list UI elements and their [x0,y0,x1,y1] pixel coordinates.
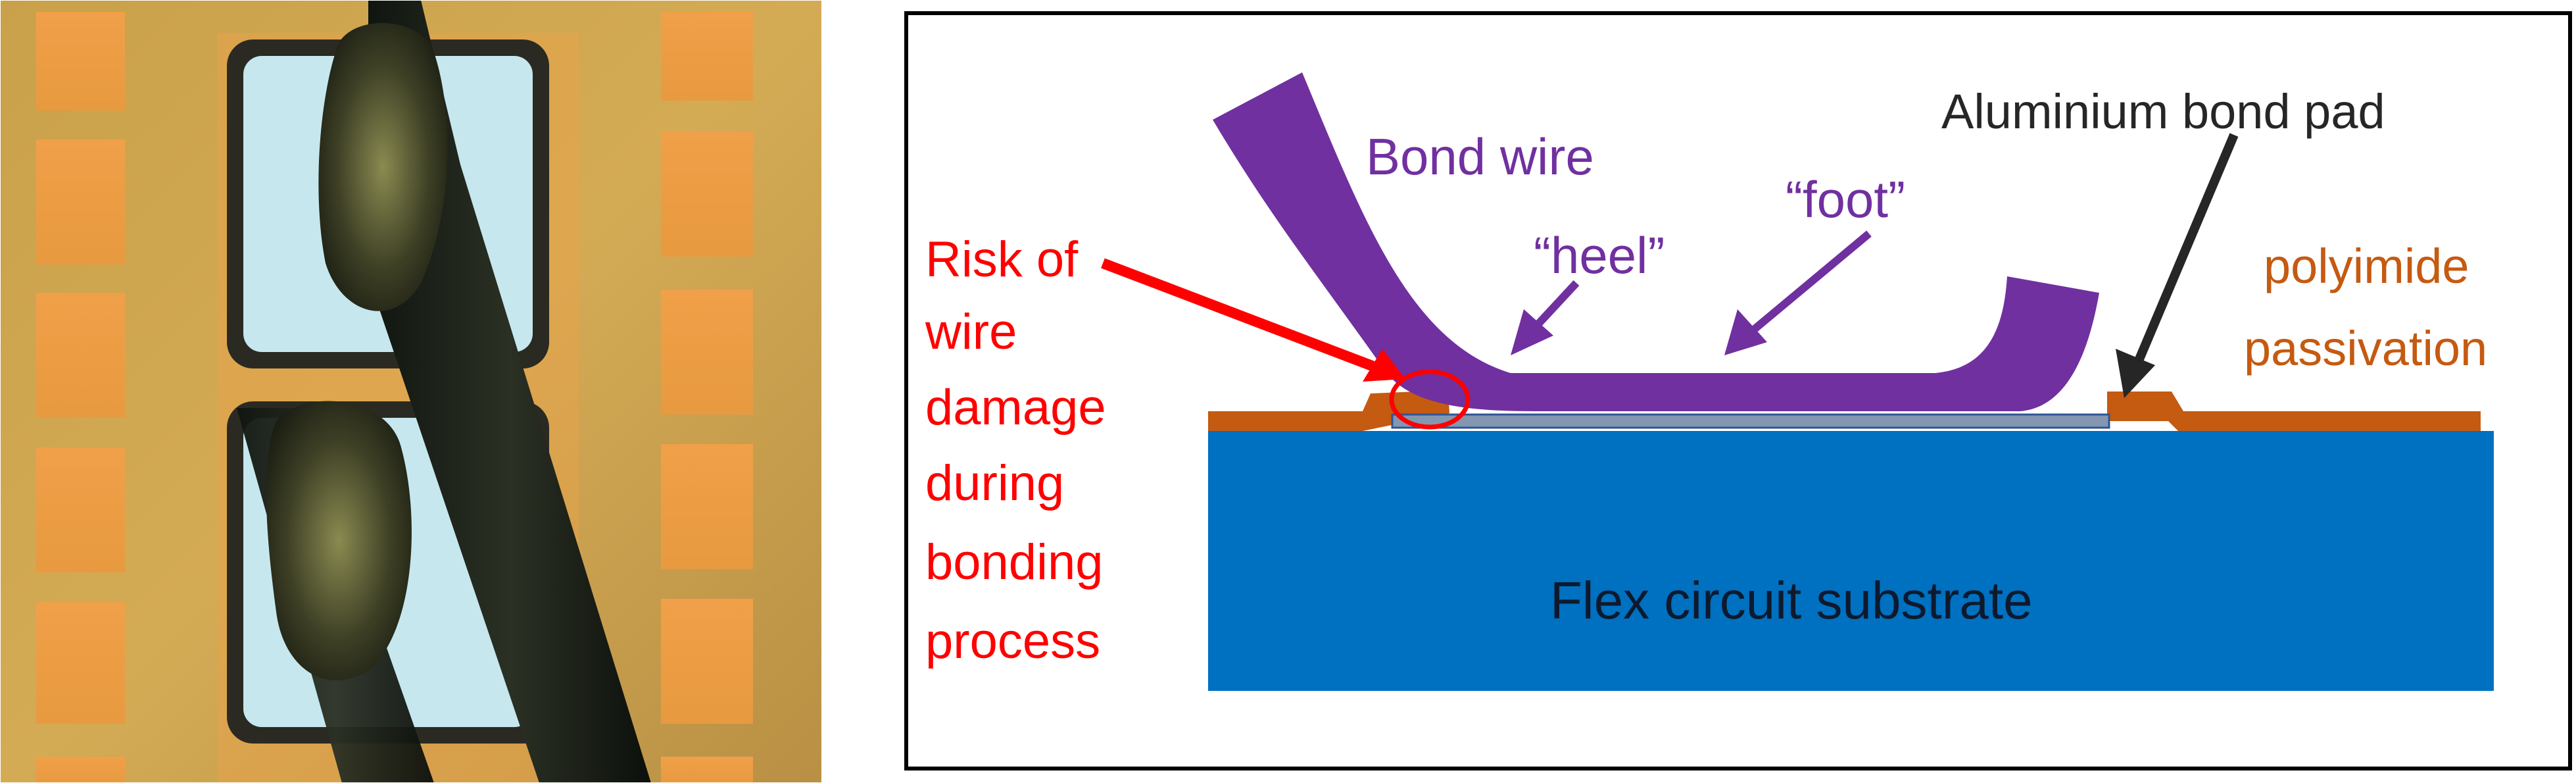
bond-wire-shape [1213,72,2099,411]
substrate-label: Flex circuit substrate [1550,571,2033,630]
upper-bond-wire [318,0,651,783]
risk-label: Risk of wire damage during bonding proce… [925,232,1106,669]
risk-label-line: damage [925,380,1106,436]
heel-label: “heel” [1534,226,1665,284]
polyimide-left [1208,390,1449,431]
cross-section-diagram: Bond wire “heel” “foot” Aluminium bond p… [902,0,2576,783]
left-pad-column [36,12,125,783]
lower-bond-wire [237,401,434,783]
foot-label: “foot” [1786,170,1905,228]
polyimide-right [2107,392,2481,431]
aluminium-bond-pad [1391,413,2110,429]
polyimide-label-line1: polyimide [2264,239,2469,293]
risk-arrow [1101,258,1405,382]
aluminium-pad-arrow [2116,133,2239,398]
risk-label-line: wire [925,304,1017,360]
risk-label-line: Risk of [925,232,1079,288]
right-pad-column [661,12,753,783]
heel-arrow [1511,280,1580,355]
foot-arrow [1724,230,1872,355]
micrograph-image [0,0,822,783]
risk-label-line: during [925,455,1064,511]
risk-label-line: bonding [925,534,1104,590]
risk-label-line: process [925,613,1100,669]
micrograph-photo [0,0,822,783]
risk-circle [1389,369,1470,430]
flex-circuit-substrate [1208,431,2494,691]
polyimide-label-line2: passivation [2244,321,2487,376]
bond-wire-label: Bond wire [1366,128,1594,186]
aluminium-bond-pad-label: Aluminium bond pad [1941,84,2385,139]
